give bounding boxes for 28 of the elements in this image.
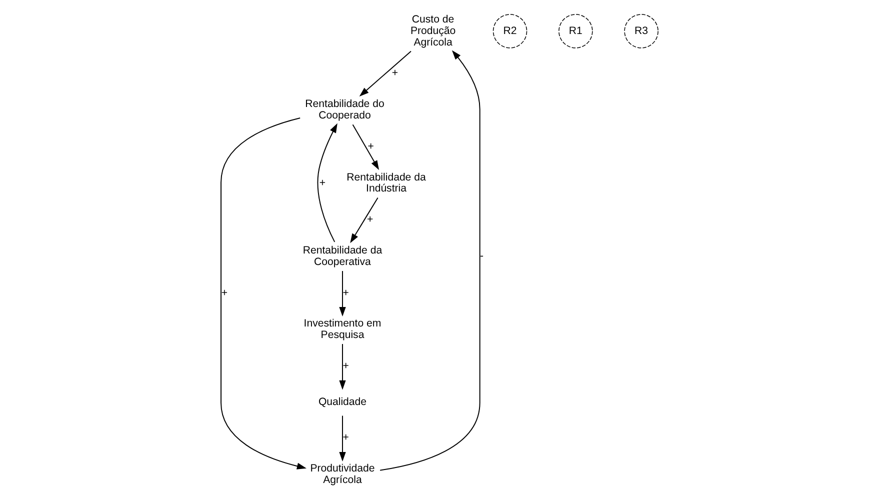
arrow	[339, 270, 346, 317]
edge-label: -	[480, 250, 484, 262]
node-text: Qualidade	[318, 396, 367, 408]
arrow	[220, 117, 306, 470]
edge-label: +	[319, 177, 326, 190]
arrow	[317, 123, 338, 242]
edge-label: +	[342, 360, 349, 372]
node-text: Rentabilidade do Cooperado	[305, 98, 384, 122]
arrow	[339, 344, 346, 390]
node-text: Rentabilidade da Cooperativa	[302, 244, 382, 268]
node-text: Investimento em Pesquisa	[304, 318, 382, 342]
edge-label: +	[342, 432, 349, 444]
node-text: Rentabilidade da Indústria	[346, 171, 426, 195]
arrow	[339, 415, 346, 462]
arrow	[380, 50, 480, 471]
arrow	[359, 50, 412, 97]
edge-label: +	[366, 214, 374, 226]
edge-label: +	[392, 67, 398, 80]
node-text: Produtividade Agrícola	[310, 462, 375, 486]
node-text: Custo de Produção Agrícola	[410, 14, 456, 48]
arrow	[352, 124, 380, 170]
label: R2	[503, 24, 517, 37]
edge-label: +	[342, 286, 349, 299]
arrow	[350, 197, 378, 244]
label: R1	[568, 24, 582, 37]
edge-label: +	[221, 286, 228, 299]
label: R3	[634, 24, 648, 37]
edge-label: +	[368, 140, 374, 152]
